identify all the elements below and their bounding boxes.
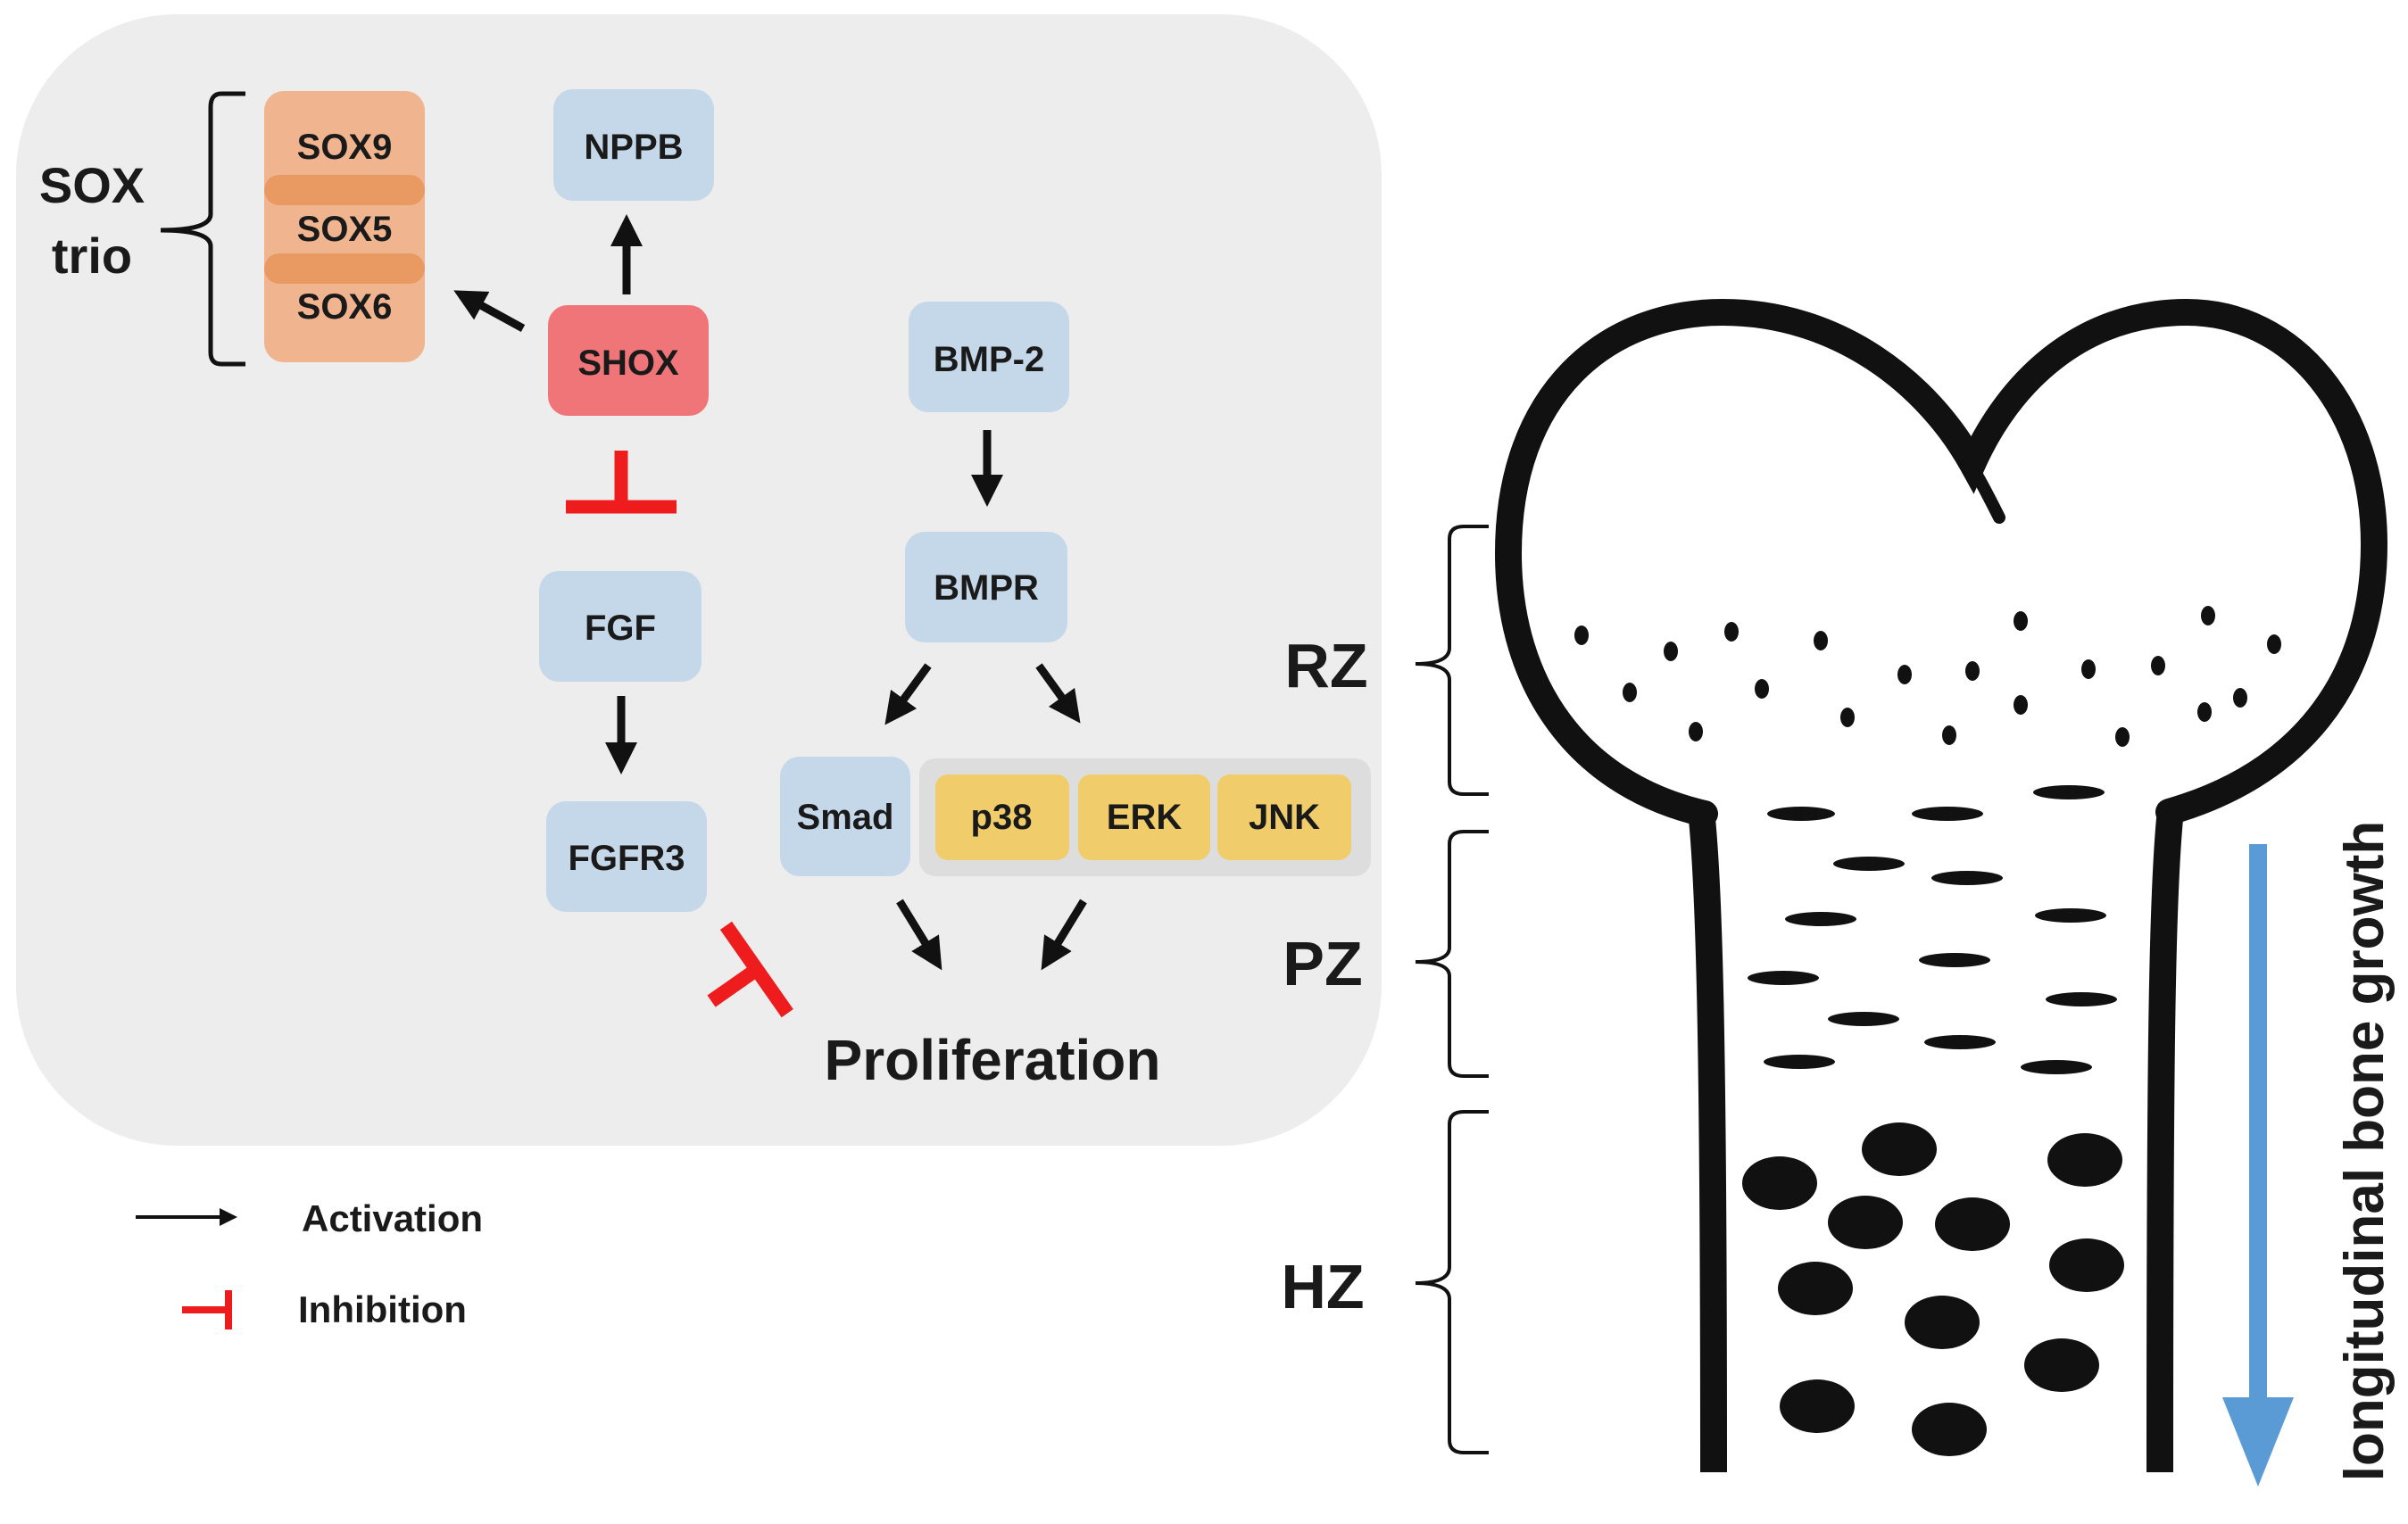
node-bmpr-box: BMPR (905, 532, 1067, 642)
node-sox9: SOX9 (297, 128, 393, 167)
zone-hz: HZ (1281, 1110, 1489, 1454)
bone-wall-right (2146, 808, 2184, 1473)
legend-activation-label: Activation (302, 1197, 483, 1239)
legend: Activation Inhibition (136, 1197, 483, 1330)
rz-cells (1574, 606, 2281, 747)
sox-trio-bracket (160, 91, 245, 367)
pz-cells (1748, 785, 2117, 1074)
zone-label-pz: PZ (1283, 929, 1362, 998)
node-erk: ERK (1107, 798, 1183, 837)
arrow-mapk-to-proliferation (1041, 899, 1087, 971)
node-bmp2: BMP-2 (934, 340, 1044, 379)
node-nppb: NPPB (584, 128, 683, 167)
node-proliferation: Proliferation (825, 1028, 1161, 1092)
inhibition-fgfr3-proliferation (707, 921, 793, 1018)
zone-rz: RZ (1284, 525, 1489, 796)
arrow-shox-to-sox (453, 290, 526, 332)
growth-arrow (2222, 844, 2294, 1487)
node-nppb-box: NPPB (553, 89, 714, 201)
sox-band-1 (264, 175, 425, 205)
node-smad: Smad (797, 798, 894, 837)
node-bmpr: BMPR (934, 568, 1039, 608)
arrow-bmpr-to-mapk (1035, 663, 1081, 724)
node-fgfr3-box: FGFR3 (546, 801, 707, 912)
node-sox6: SOX6 (297, 287, 393, 327)
sox-stack: SOX9 SOX5 SOX6 (264, 91, 425, 362)
node-jnk: JNK (1249, 798, 1320, 837)
zone-label-hz: HZ (1281, 1252, 1364, 1321)
node-fgf-box: FGF (539, 571, 702, 682)
bone-wall-left (1688, 808, 1727, 1473)
bone-epiphysis-outline (1494, 298, 2388, 827)
node-smad-box: Smad (780, 757, 910, 876)
sox-band-2 (264, 253, 425, 284)
node-sox5: SOX5 (297, 210, 393, 249)
growth-label: longitudinal bone growth (2334, 821, 2396, 1481)
bone-notch (1931, 418, 2005, 524)
zone-label-rz: RZ (1284, 631, 1367, 700)
node-shox: SHOX (577, 344, 679, 383)
arrow-smad-to-proliferation (896, 899, 942, 971)
node-bmp2-box: BMP-2 (909, 302, 1069, 412)
node-fgfr3: FGFR3 (568, 839, 685, 878)
mapk-group: p38 ERK JNK (919, 758, 1371, 876)
sox-trio-label-line2: trio (52, 228, 132, 284)
sox-trio-group: SOX trio (39, 91, 245, 367)
hz-cells (1742, 1122, 2124, 1456)
sox-stack-bg (264, 91, 425, 362)
node-p38: p38 (971, 798, 1033, 837)
zone-pz: PZ (1283, 830, 1489, 1078)
sox-trio-label-line1: SOX (39, 157, 145, 213)
arrow-bmpr-to-smad (884, 663, 932, 725)
inhibition-shox-fgf (566, 451, 677, 514)
legend-inhibition-label: Inhibition (298, 1288, 467, 1330)
bone-illustration (1494, 298, 2388, 1473)
node-fgf: FGF (585, 609, 656, 648)
node-shox-box: SHOX (548, 305, 709, 416)
